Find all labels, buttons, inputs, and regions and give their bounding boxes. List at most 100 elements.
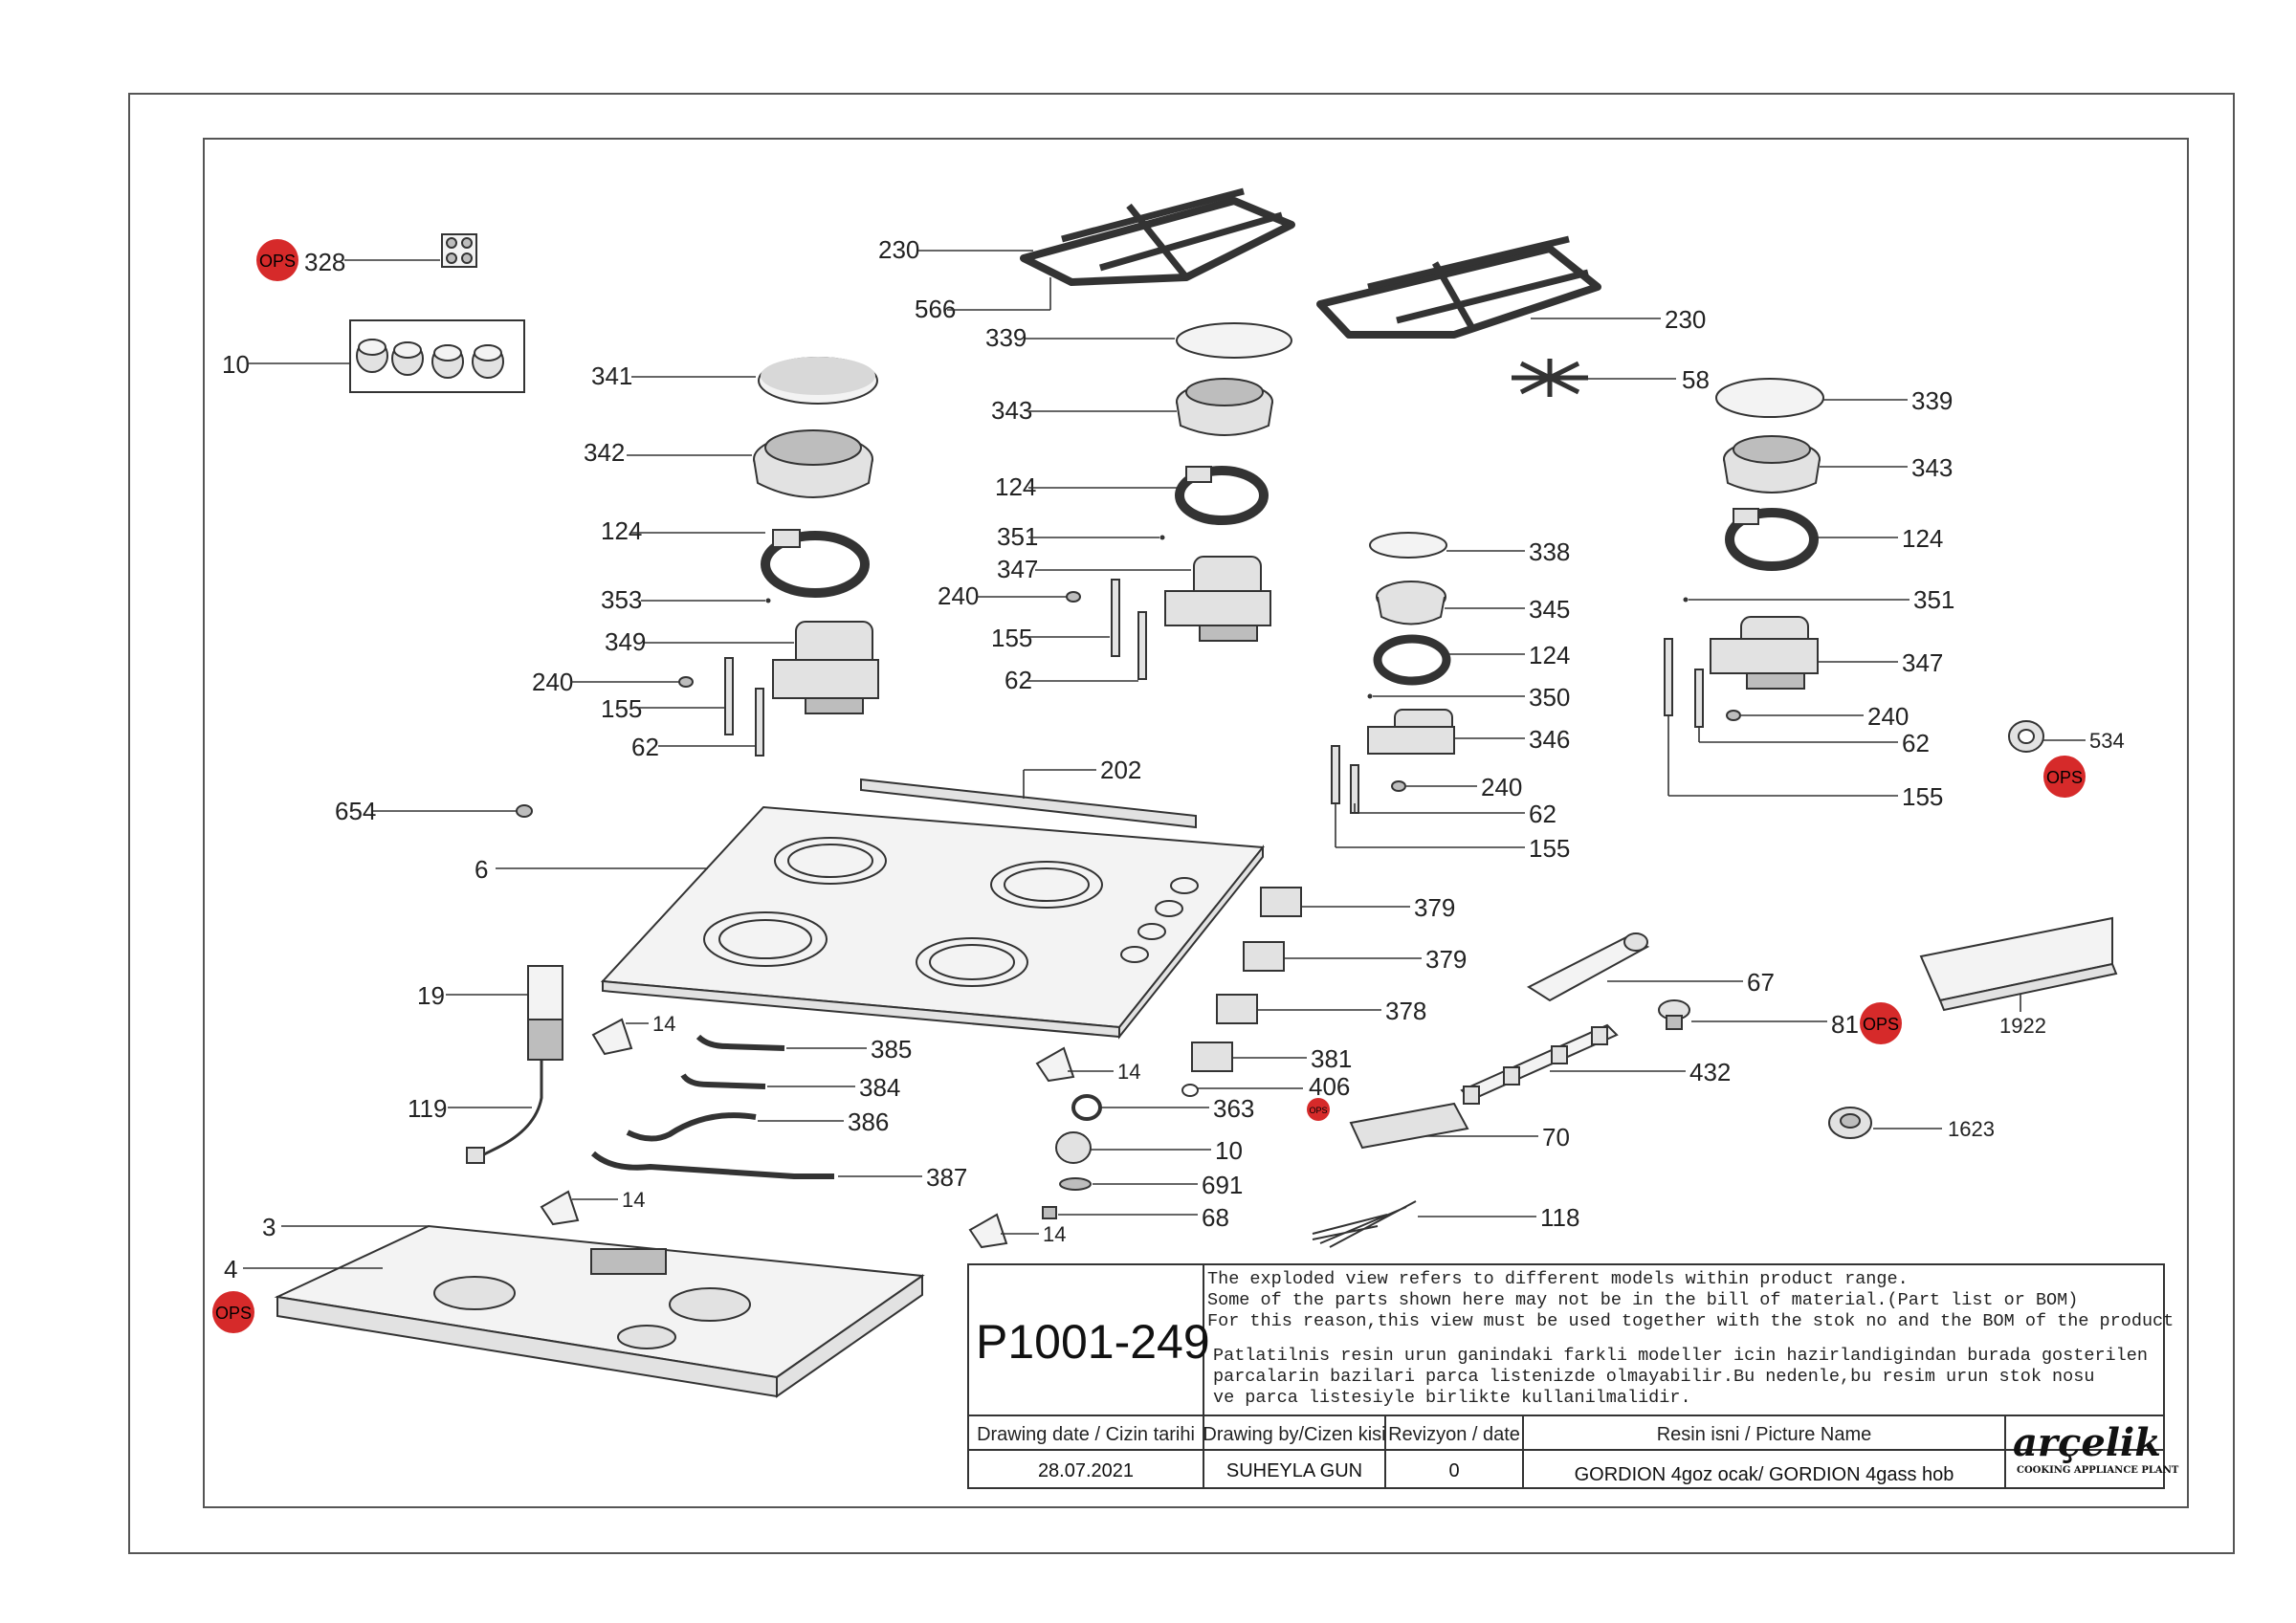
- clip-14: [1035, 1046, 1075, 1083]
- callout-350: 350: [1529, 683, 1570, 712]
- cap-339: [1176, 322, 1292, 359]
- callout-342: 342: [584, 438, 625, 467]
- inner-frame: [203, 138, 2189, 1508]
- header-revision: Revizyon / date: [1388, 1424, 1520, 1445]
- ops-badge-text: OPS: [259, 252, 296, 271]
- note-en-line1: The exploded view refers to different mo…: [1207, 1269, 1909, 1289]
- callout-14: 14: [1117, 1060, 1140, 1084]
- electrode-155: [1664, 638, 1673, 716]
- gas-pipes: 385 384 386 387: [590, 1034, 967, 1192]
- pipe-385: [695, 1034, 785, 1051]
- callout-124: 124: [1902, 524, 1943, 553]
- callout-119: 119: [408, 1094, 447, 1123]
- callout-1922: 1922: [1999, 1014, 2046, 1038]
- header-drawing-date: Drawing date / Cizin tarihi: [977, 1424, 1195, 1445]
- note-en-line3: For this reason,this view must be used t…: [1207, 1311, 2174, 1331]
- callout-240: 240: [938, 581, 979, 610]
- ring-124: [1175, 466, 1269, 525]
- ops-badge-text: OPS: [2046, 768, 2083, 787]
- callout-379: 379: [1425, 945, 1467, 974]
- valve-379: [1260, 887, 1302, 917]
- callout-1623: 1623: [1948, 1117, 1995, 1141]
- ops-badge-text: OPS: [215, 1304, 252, 1323]
- thermocouple-62: [1137, 611, 1147, 680]
- ops-badge-small-text: OPS: [1309, 1106, 1327, 1115]
- callout-347: 347: [997, 555, 1038, 583]
- part-10-knobs-group: 10: [222, 319, 525, 393]
- value-drawing-by: SUHEYLA GUN: [1226, 1460, 1362, 1481]
- callout-339: 339: [985, 323, 1027, 352]
- clip-14: [591, 1018, 633, 1056]
- callout-14: 14: [1043, 1222, 1066, 1246]
- value-revision: 0: [1448, 1460, 1459, 1481]
- valve-379: [1243, 941, 1285, 972]
- pipe-386: [626, 1112, 757, 1142]
- right-burner-stack: 339 343 124 351 347 240 62 155 534: [1664, 378, 2125, 811]
- electrode-155: [1331, 745, 1340, 804]
- wire-harness-118: [1312, 1200, 1417, 1248]
- left-burner-stack: 341 342 124 353 349 240 155 62 654: [335, 357, 879, 825]
- pipe-384: [680, 1073, 766, 1089]
- callout-19: 19: [417, 981, 445, 1010]
- callout-346: 346: [1529, 725, 1570, 754]
- callout-155: 155: [601, 694, 642, 723]
- tube-67: [1526, 935, 1650, 1002]
- callout-68: 68: [1202, 1203, 1229, 1232]
- callout-351: 351: [997, 522, 1038, 551]
- callout-124: 124: [601, 516, 642, 545]
- callout-379: 379: [1414, 893, 1455, 922]
- callout-381: 381: [1311, 1044, 1352, 1073]
- callout-4: 4: [224, 1255, 237, 1283]
- note-tr-line2: parcalarin bazilari parca listenizde olm…: [1213, 1367, 2094, 1387]
- callout-432: 432: [1689, 1058, 1731, 1086]
- callout-339: 339: [1911, 386, 1953, 415]
- header-picture-name: Resin isni / Picture Name: [1657, 1424, 1872, 1445]
- callout-10: 10: [222, 350, 250, 379]
- callout-62: 62: [1529, 800, 1556, 828]
- header-drawing-by: Drawing by/Cizen kisi: [1203, 1424, 1385, 1445]
- drawing-number: P1001-249: [976, 1315, 1210, 1369]
- ignition-box-19: [527, 965, 563, 1020]
- callout-387: 387: [926, 1163, 967, 1192]
- callout-384: 384: [859, 1073, 900, 1102]
- callout-62: 62: [1902, 729, 1930, 757]
- ops-badge: [2043, 756, 2086, 798]
- callout-155: 155: [991, 624, 1032, 652]
- ops-badge-small: [1307, 1098, 1330, 1121]
- electrode-155: [724, 657, 734, 735]
- callout-230: 230: [878, 235, 919, 264]
- callout-14: 14: [622, 1188, 645, 1212]
- outer-frame: [128, 93, 2235, 1554]
- callout-691: 691: [1202, 1171, 1243, 1199]
- callout-3: 3: [262, 1213, 276, 1241]
- ops-badge-text: OPS: [1863, 1015, 1899, 1034]
- center-burner-stack: 230 566 339 343 124 351 347 240 155 62: [860, 187, 1295, 829]
- callout-240: 240: [532, 668, 573, 696]
- cable-119: [477, 1060, 543, 1159]
- callout-654: 654: [335, 797, 376, 825]
- ops-badge: [212, 1291, 254, 1333]
- callout-81: 81: [1831, 1010, 1859, 1039]
- ops-badge: [256, 239, 298, 281]
- note-tr-line1: Patlatilnis resin urun ganindaki farkli …: [1213, 1346, 2148, 1366]
- callout-124: 124: [1529, 641, 1570, 669]
- callout-202: 202: [1100, 756, 1141, 784]
- callout-155: 155: [1902, 782, 1943, 811]
- knob-10: [1055, 1131, 1092, 1164]
- callout-363: 363: [1213, 1094, 1254, 1123]
- callout-10: 10: [1215, 1136, 1243, 1165]
- grid-230: [1316, 245, 1601, 339]
- callout-349: 349: [605, 627, 646, 656]
- callout-378: 378: [1385, 997, 1426, 1025]
- callout-67: 67: [1747, 968, 1775, 997]
- callout-343: 343: [1911, 453, 1953, 482]
- callout-534: 534: [2089, 729, 2125, 753]
- callout-343: 343: [991, 396, 1032, 425]
- callout-58: 58: [1682, 365, 1710, 394]
- right-grid-and-small-burner: 230 58 338 345 124 350 346 240 62 155: [1316, 235, 1710, 863]
- note-en-line2: Some of the parts shown here may not be …: [1207, 1290, 2078, 1310]
- electrode-155: [1111, 579, 1120, 657]
- callout-328: 328: [304, 248, 345, 276]
- callout-385: 385: [871, 1035, 912, 1064]
- clips-14: 14 14 14 14: [540, 1012, 1140, 1249]
